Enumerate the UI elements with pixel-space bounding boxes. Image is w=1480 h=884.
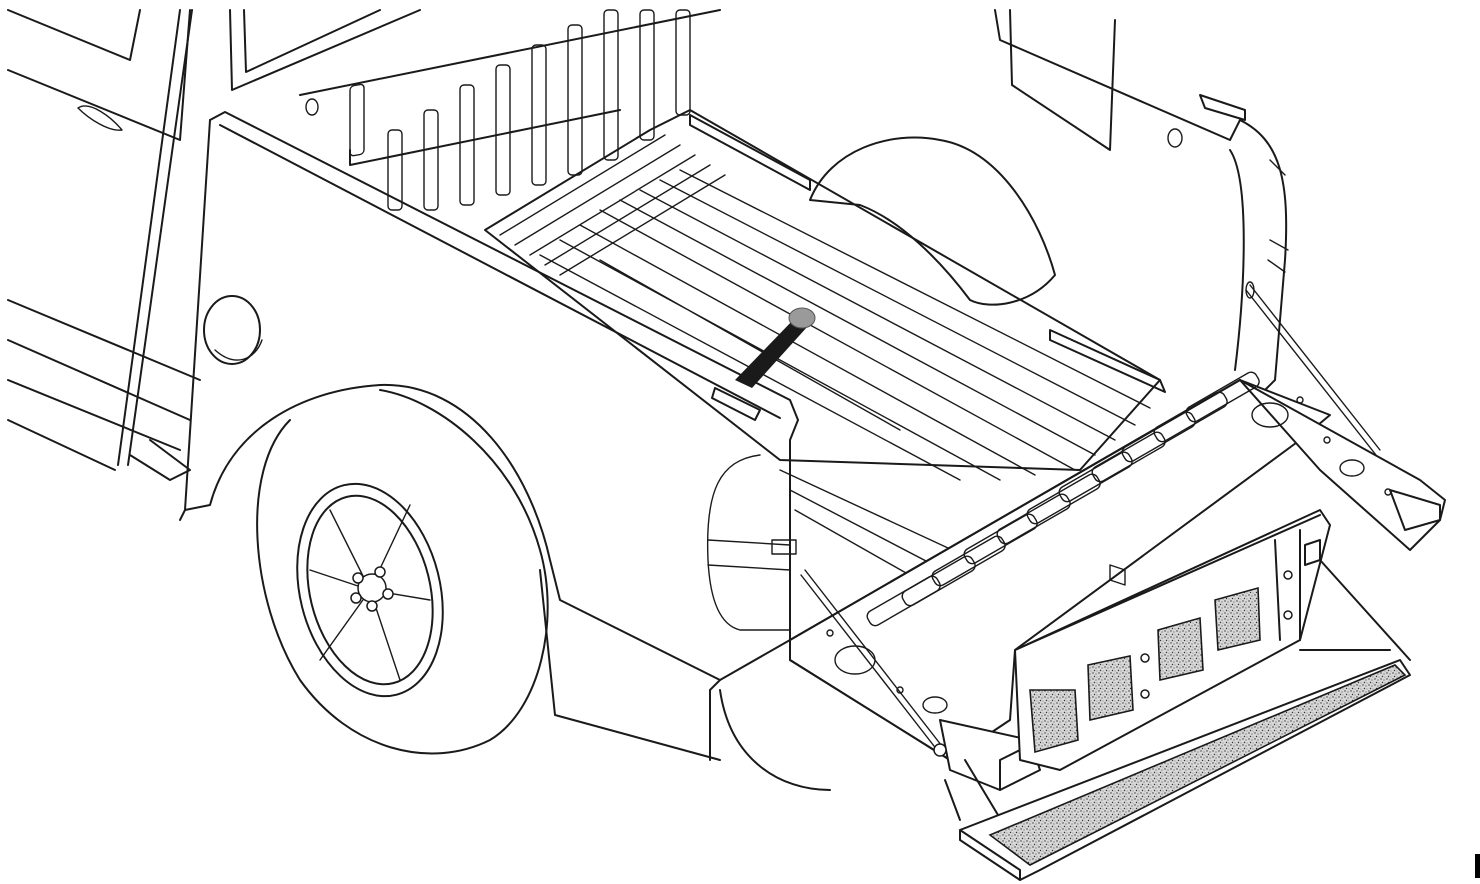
tailgate-step: [944, 509, 1411, 881]
cab-rear-window: [229, 9, 421, 91]
bed-right-side: [689, 9, 1289, 393]
tailgate-slots: [866, 371, 1260, 627]
bed-rail-pocket: [711, 387, 761, 421]
cab-door: [7, 9, 201, 481]
support-cables: [800, 281, 1381, 757]
tailgate: [789, 371, 1446, 791]
rear-wheel: [256, 389, 549, 755]
wheel-well-hump: [809, 136, 1056, 306]
tie-down-strap: [735, 307, 816, 388]
page-edge-marker: [1475, 854, 1480, 878]
bed-side-panel: [179, 111, 831, 791]
bed-front-wall: [299, 9, 721, 211]
